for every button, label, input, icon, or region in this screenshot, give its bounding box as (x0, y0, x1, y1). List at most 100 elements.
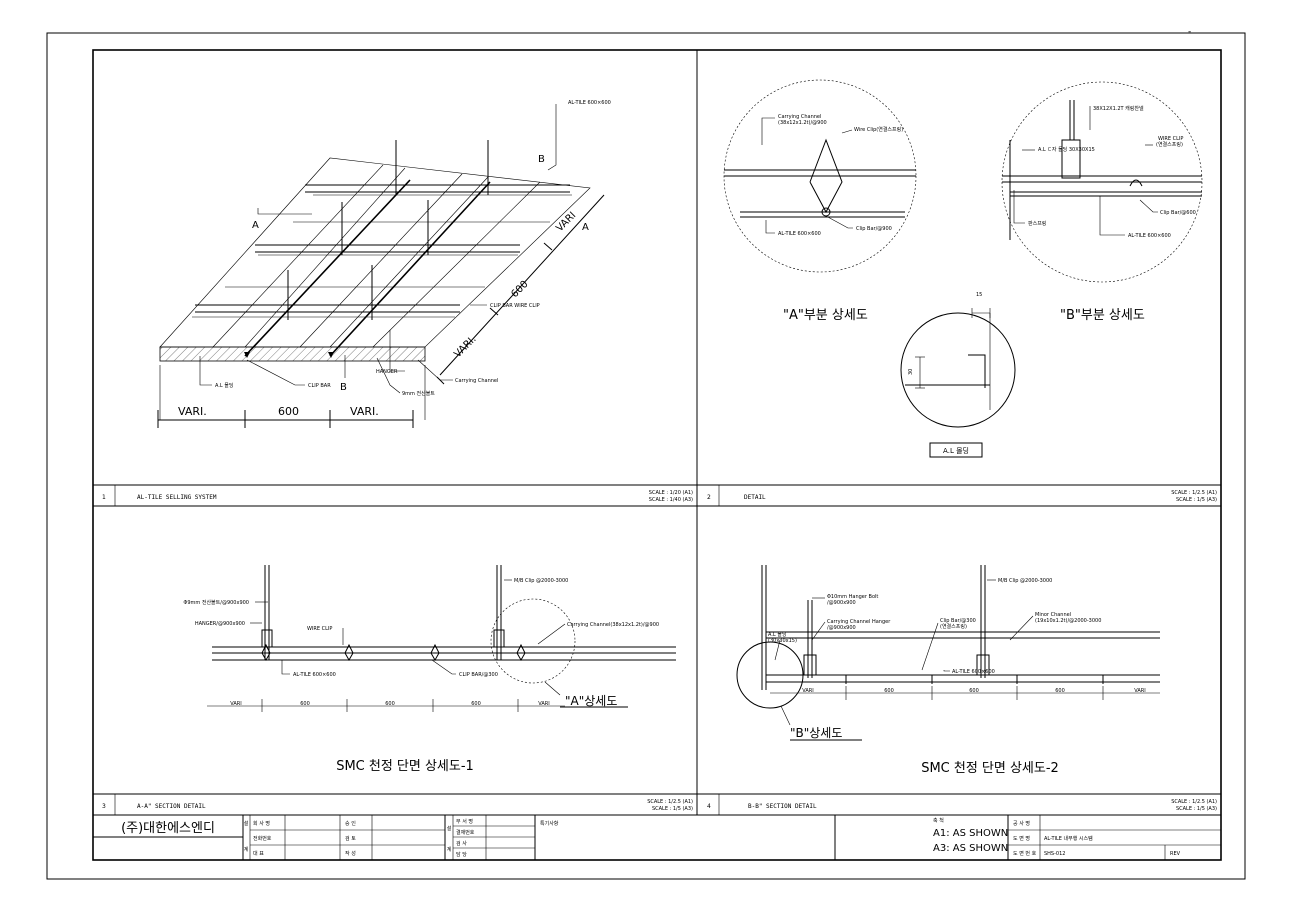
label-section-b-bottom: B (340, 382, 347, 393)
tb-row-label-3: 도 면 번 호 (1013, 850, 1037, 857)
tb-rev: REV (1170, 851, 1181, 857)
panel-1-number: 1 (102, 494, 106, 501)
tb-scale-a1: A1: AS SHOWN (933, 828, 1008, 839)
panel-1-scale-a1: SCALE : 1/20 (A1) (649, 490, 693, 496)
b-label-al-bar: A.L ㄷ자 몰딩 30X30X15 (1038, 146, 1095, 153)
tb-col1-row3: 대 표 (253, 850, 264, 857)
label-carrying-channel: Carrying Channel (455, 378, 498, 384)
s2-label-carrying-hanger: Carrying Channel Hanger (827, 619, 891, 625)
tb-col2-row2: 검 토 (345, 835, 356, 842)
label-clip-bar: CLIP BAR (308, 383, 331, 389)
panel-3-title: A-A" SECTION DETAIL (137, 803, 206, 810)
s2-label-minor-channel: Minor Channel (1035, 612, 1071, 618)
tb-col3-row4: 담 당 (456, 851, 467, 858)
tb-drawing-name: AL-TILE 내부행 시스템 (1044, 835, 1093, 842)
s2-label-minor-channel-2: (19x10x1.2t)/@2000-3000 (1035, 618, 1101, 624)
label-section-b-top: B (538, 154, 545, 165)
s1-label-hanger: HANGER/@900x900 (195, 621, 245, 627)
s2-label-al-molding: A.L 몰딩 (768, 631, 787, 638)
tb-scale-a3: A3: AS SHOWN (933, 843, 1008, 854)
s1-dim-4: 600 (471, 701, 481, 707)
s1-dim-5: VARI (538, 701, 549, 707)
tb-scale-label: 축 척 (933, 817, 944, 824)
company-name: (주)대한에스엔디 (121, 821, 215, 836)
panel-2-scale-a3: SCALE : 1/5 (A3) (1176, 497, 1217, 503)
side-label-3: 설 (447, 825, 452, 832)
label-clip-bar-wire-clip: CLIP BAR WIRE CLIP (490, 303, 540, 309)
label-hanger: HANGER (376, 369, 398, 375)
side-label-4: 계 (447, 846, 452, 853)
panel-2-title: DETAIL (744, 494, 766, 501)
tb-col3-row1: 부 서 명 (456, 818, 473, 825)
b-label-wire-clip-2: (연결스프링) (1156, 141, 1183, 148)
panel-3-scale-a3: SCALE : 1/5 (A3) (652, 806, 693, 812)
s2-label-bolt: Φ10mm Hanger Bolt (827, 594, 878, 600)
corner-mark: - (1188, 27, 1191, 37)
a-label-carrying-channel-spec: (38x12x1.2t)/@900 (778, 120, 827, 126)
panel-1-scale-a3: SCALE : 1/40 (A3) (649, 497, 693, 503)
s1-label-clip-bar: CLIP BAR/@300 (459, 672, 498, 678)
tb-col3-row2: 결재번호 (456, 829, 475, 836)
s1-callout-a: "A"상세도 (565, 694, 617, 708)
s2-label-al-tile: AL-TILE 600×600 (952, 669, 995, 675)
label-600-diagonal: 600 (509, 279, 530, 300)
side-label-1: 설 (244, 820, 249, 827)
title-block (93, 815, 1221, 860)
s2-label-carrying-hanger-2: /@900x900 (827, 625, 856, 631)
dim-600: 600 (278, 405, 299, 418)
panel-2-number: 2 (707, 494, 711, 501)
s1-label-wire-clip: WIRE CLIP (307, 626, 332, 632)
s2-dim-1: VARI (802, 688, 813, 694)
b-label-channel: 38X12X1.2T 캐링찬넬 (1093, 105, 1144, 112)
side-label-2: 계 (244, 846, 249, 853)
dim-vari-right: VARI. (350, 405, 379, 418)
a-label-clip-bar: Clip Bar/@900 (856, 226, 892, 232)
s2-label-clip-bar-2: (연결스프링) (940, 623, 967, 630)
tb-col2-row1: 승 인 (345, 820, 356, 827)
dim-vari-left: VARI. (178, 405, 207, 418)
label-al-molding: A.L 몰딩 (215, 382, 234, 389)
a-label-wire-clip: Wire Clip(연결스프링) (854, 126, 903, 133)
a-label-carrying-channel: Carrying Channel (778, 114, 821, 120)
panel-4-number: 4 (707, 803, 711, 810)
tb-row-label-1: 공 사 명 (1013, 820, 1030, 827)
tb-col1-row2: 전화번호 (253, 835, 272, 842)
panel-3-number: 3 (102, 803, 106, 810)
s1-dim-1: VARI (230, 701, 241, 707)
tb-row-label-2: 도 면 명 (1013, 835, 1030, 842)
panel-4-section-drawing (736, 565, 1160, 741)
panel-4-title: B-B" SECTION DETAIL (748, 803, 817, 810)
b-detail-title: "B"부분 상세도 (1060, 308, 1145, 323)
inner-frame (92, 49, 1222, 861)
panel-2-detail-drawing (723, 79, 1203, 458)
tb-remarks: 특기사항 (540, 820, 559, 827)
panel-1-title: AL-TILE SELLING SYSTEM (137, 494, 217, 501)
s2-dim-5: VARI (1134, 688, 1145, 694)
s2-dim-4: 600 (1055, 688, 1065, 694)
c-dim-width: 15 (976, 292, 982, 298)
s1-dim-3: 600 (385, 701, 395, 707)
s2-label-clip-bar: Clip Bar/@300 (940, 618, 976, 624)
s1-label-carrying-channel: Carrying Channel(38x12x1.2t)/@900 (567, 622, 659, 628)
label-section-a-left: A (252, 220, 259, 231)
c-dim-height: 30 (908, 369, 914, 375)
s2-dim-2: 600 (884, 688, 894, 694)
tb-col3-row3: 검 사 (456, 840, 467, 847)
s2-callout-b: "B"상세도 (790, 726, 842, 740)
label-al-tile: AL-TILE 600×600 (568, 100, 611, 106)
b-label-wire-clip: WIRE CLIP (1158, 136, 1183, 142)
panel-3-scale-a1: SCALE : 1/2.5 (A1) (647, 799, 693, 805)
panel-1-isometric-drawing (157, 104, 605, 428)
s2-label-bolt-2: /@900x900 (827, 600, 856, 606)
s2-label-mb-clip: M/B Clip @2000-3000 (998, 578, 1052, 584)
s1-label-al-tile: AL-TILE 600×600 (293, 672, 336, 678)
s2-label-al-molding-2: (30x30x15) (768, 638, 797, 644)
tb-col2-row3: 작 성 (345, 850, 356, 857)
s1-caption: SMC 천정 단면 상세도-1 (336, 759, 474, 774)
label-vari-lower: VARI. (452, 334, 478, 360)
outer-border (46, 32, 1246, 880)
a-detail-title: "A"부분 상세도 (783, 308, 868, 323)
s2-dim-3: 600 (969, 688, 979, 694)
panel-3-section-drawing (207, 565, 676, 712)
